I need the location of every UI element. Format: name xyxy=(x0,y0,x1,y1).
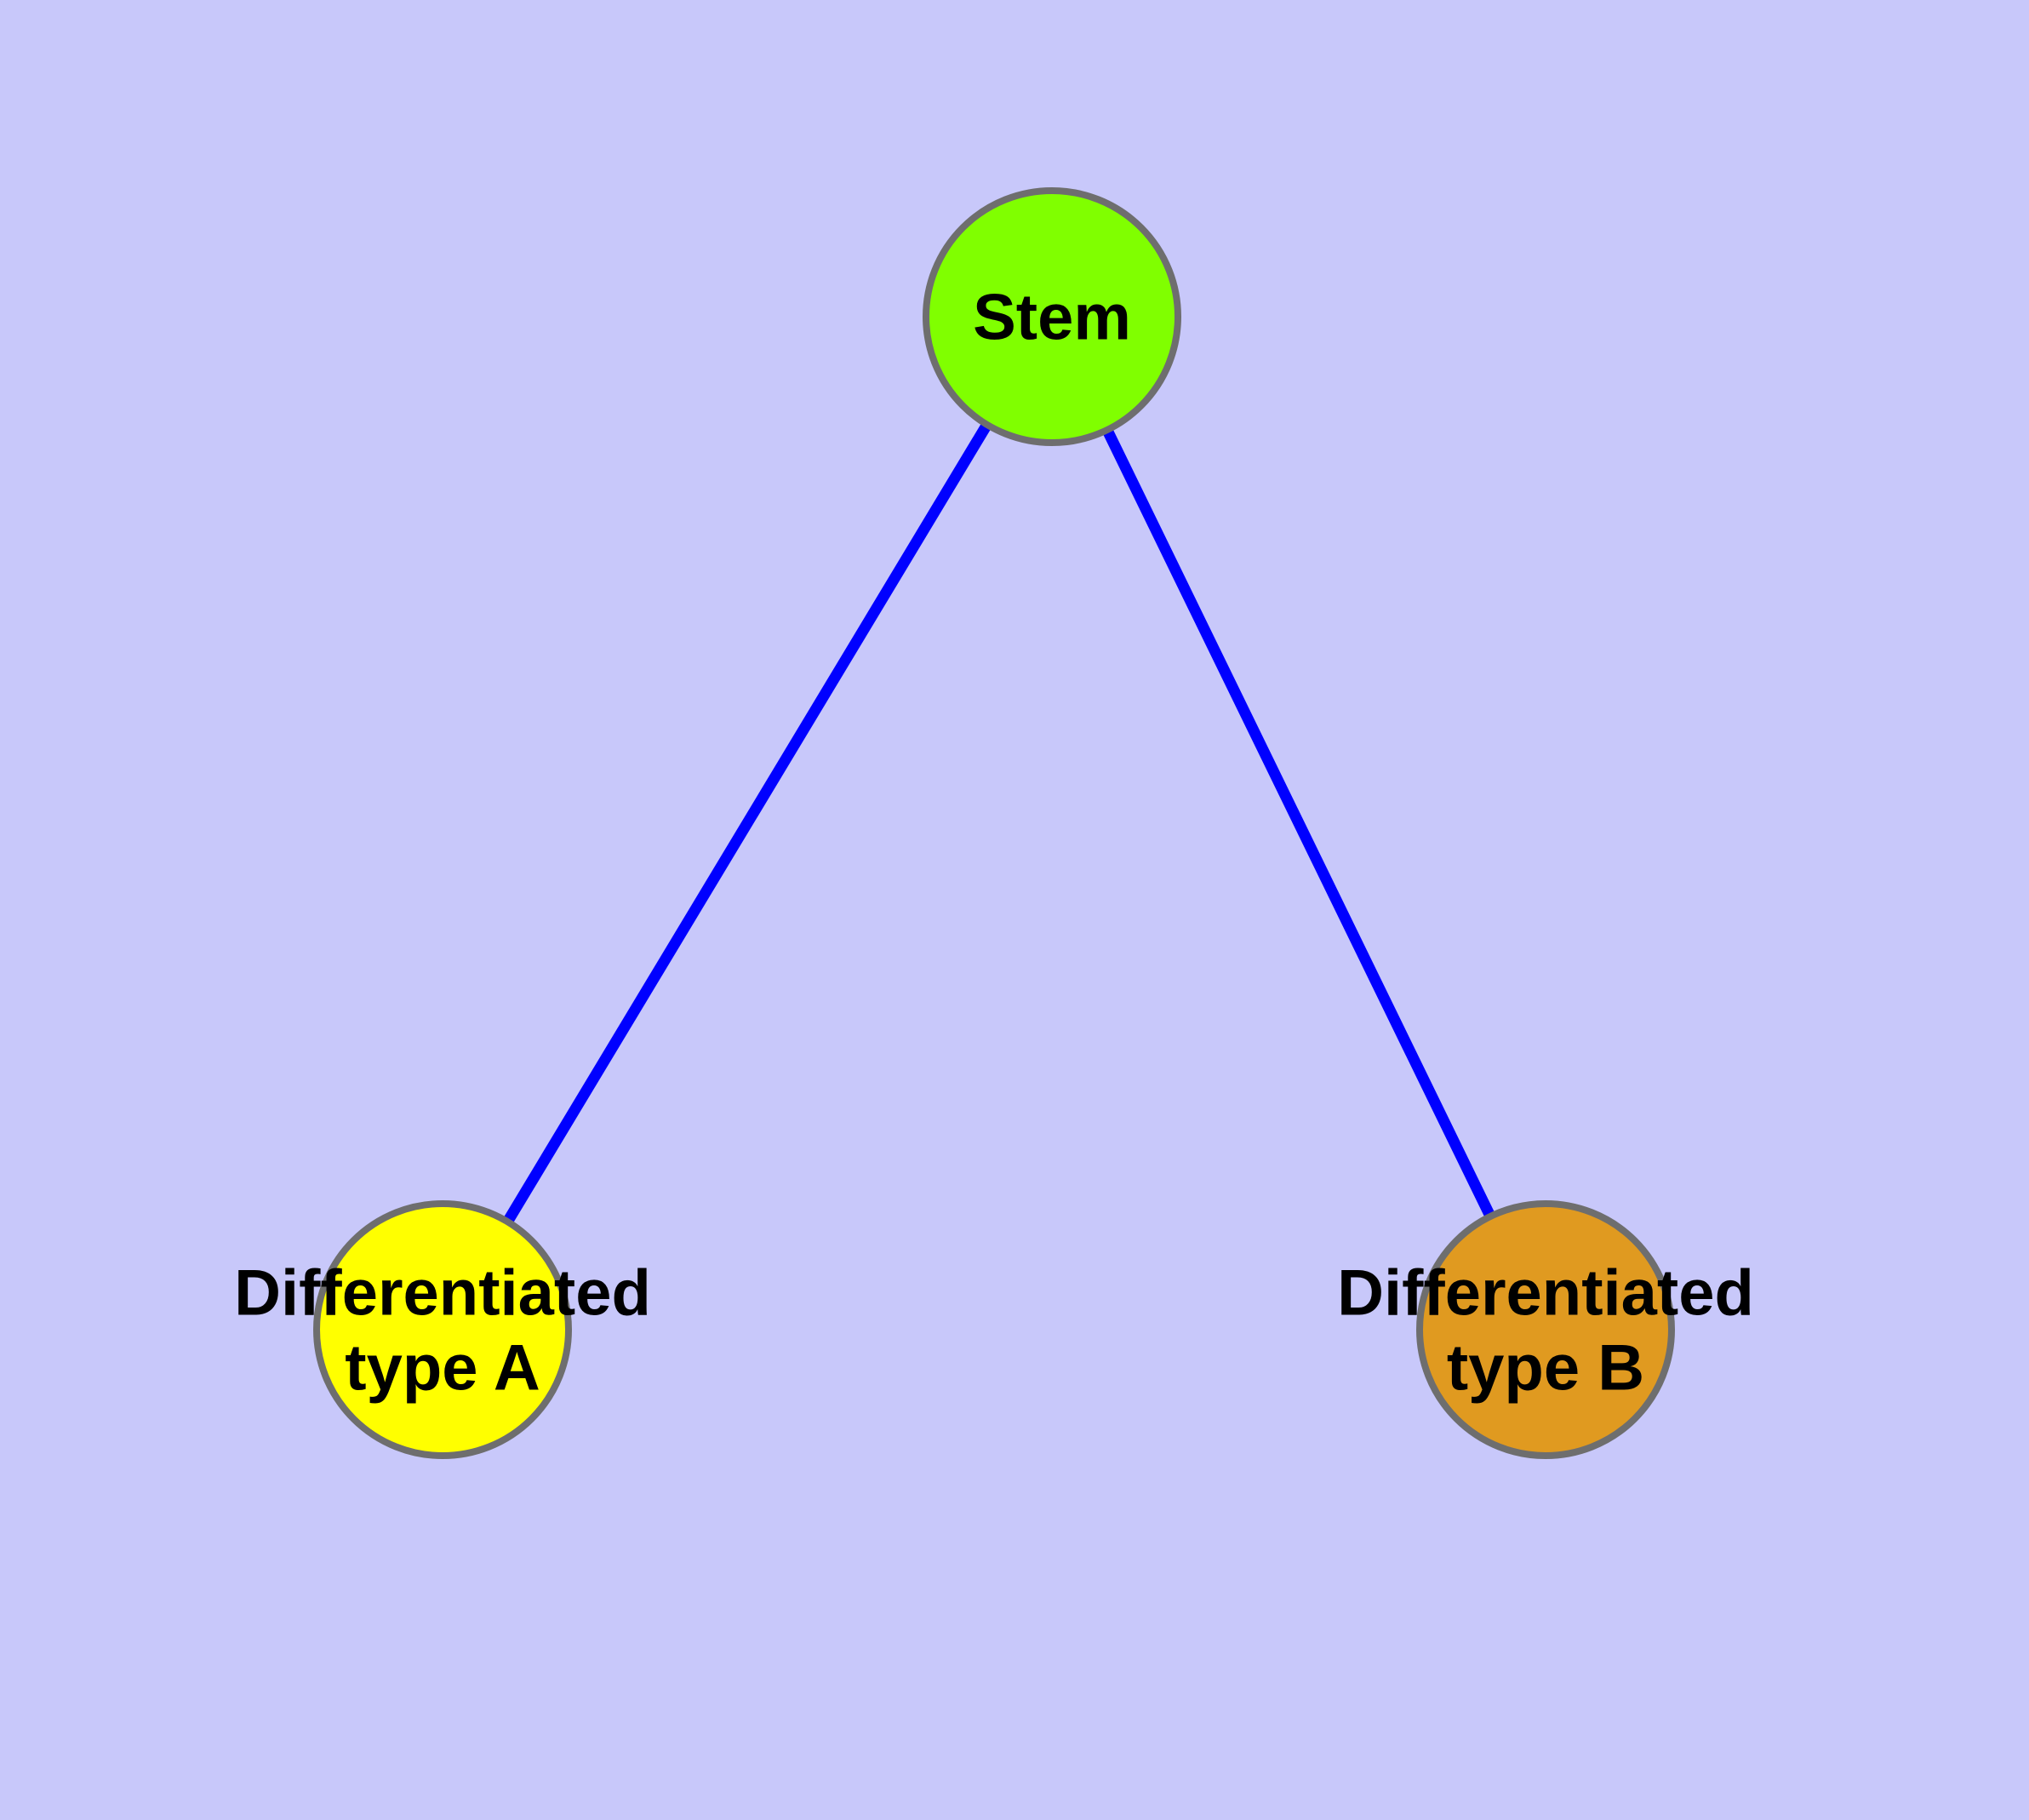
node-label-stem: Stem xyxy=(973,282,1131,354)
node-label-line: Differentiated xyxy=(1337,1257,1754,1330)
edge-stem-diff-b xyxy=(1047,314,1551,1332)
node-label-line: Differentiated xyxy=(234,1257,651,1330)
node-label-line: type A xyxy=(345,1332,540,1405)
node-label-line: Stem xyxy=(973,282,1131,354)
edge-stem-diff-a xyxy=(437,313,1057,1333)
node-label-line: type B xyxy=(1447,1332,1644,1405)
node-diff_a[interactable] xyxy=(313,1200,572,1459)
edges-layer xyxy=(437,313,1551,1333)
node-stem[interactable] xyxy=(923,187,1181,446)
node-diff_b[interactable] xyxy=(1416,1200,1675,1459)
nodes-layer xyxy=(313,187,1675,1459)
